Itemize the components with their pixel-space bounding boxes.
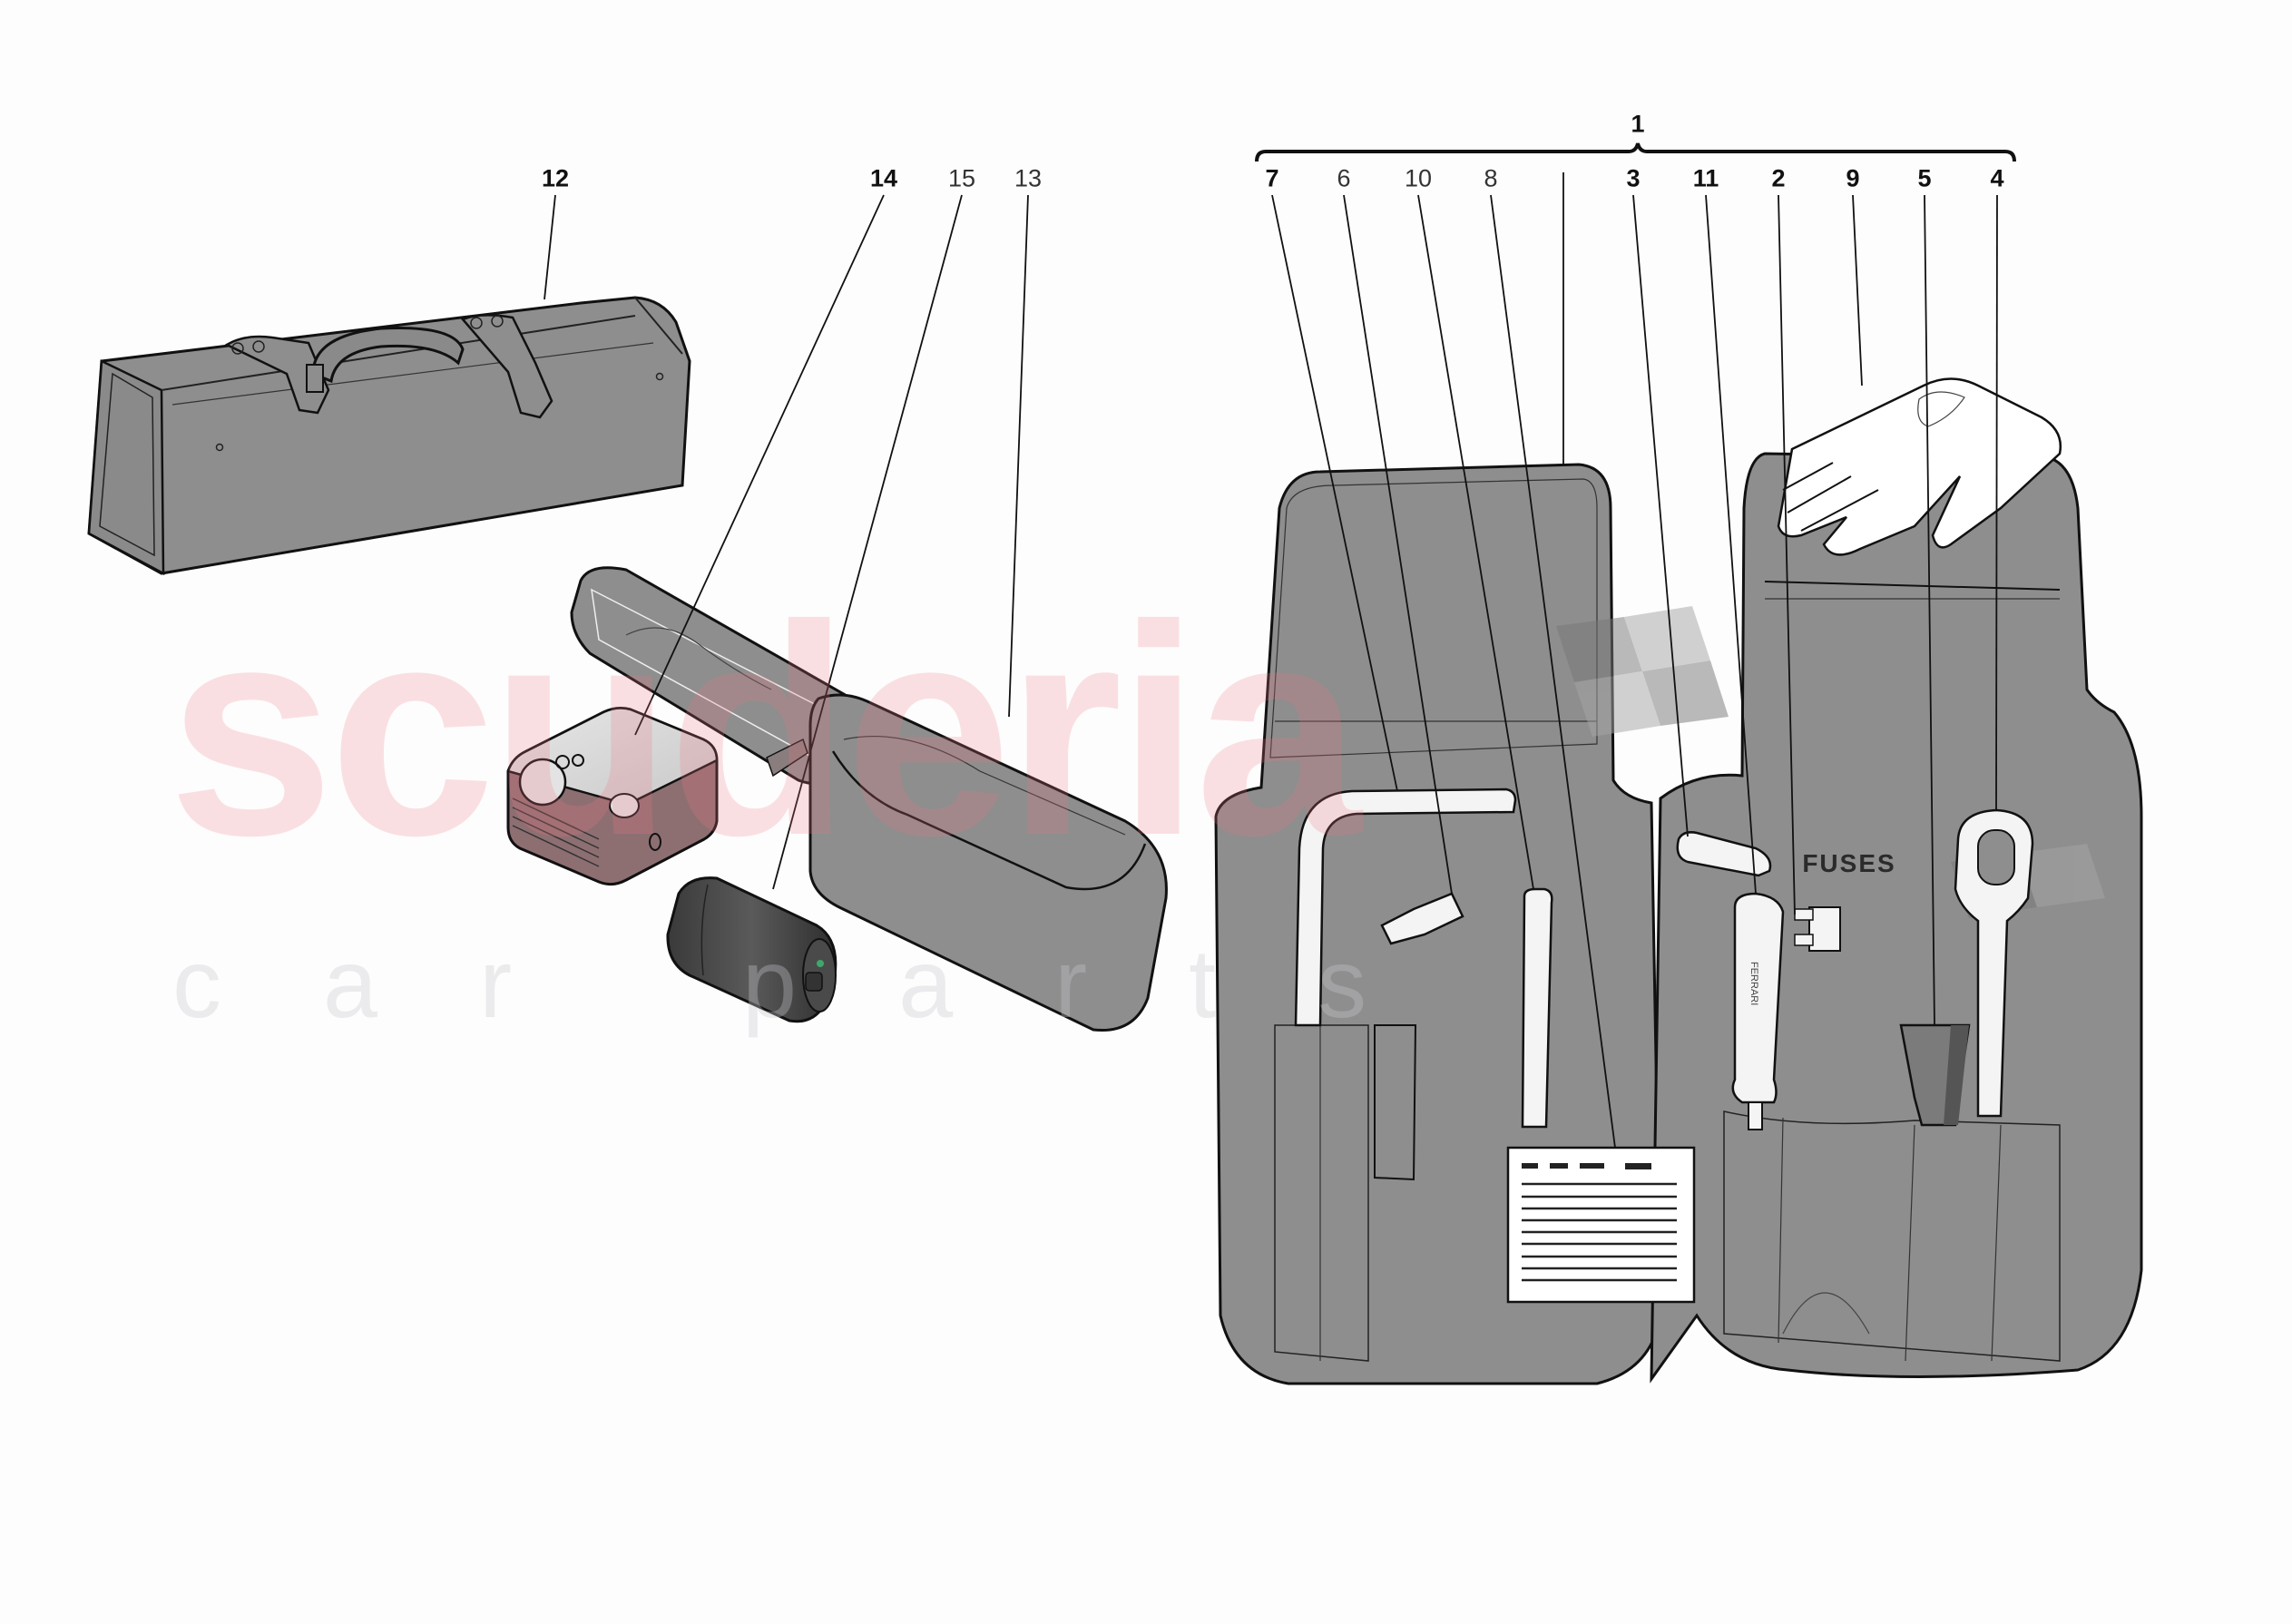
socket [1899,1023,1971,1127]
callout-15[interactable]: 15 [947,164,976,192]
callout-5[interactable]: 5 [1917,164,1932,192]
tool-bag [87,296,691,576]
callout-8[interactable]: 8 [1484,164,1498,192]
sealant-canister [666,876,837,1023]
callout-2[interactable]: 2 [1771,164,1786,192]
fuse [1794,906,1841,952]
callout-6[interactable]: 6 [1337,164,1351,192]
tyre-inflation-compressor [506,707,719,886]
towing-eye [1954,808,2034,1118]
leader-lines [544,172,1998,1149]
socket-adapter [1380,892,1464,945]
callout-3[interactable]: 3 [1626,164,1641,192]
callout-group-1[interactable]: 1 [1631,110,1645,138]
l-wrench [1294,788,1517,1027]
callout-7[interactable]: 7 [1265,164,1279,192]
gloves [1777,377,2062,556]
screwdriver: FERRARI [1731,892,1785,1130]
callout-12[interactable]: 12 [541,164,570,192]
callout-13[interactable]: 13 [1014,164,1043,192]
rod-tool [1521,887,1553,1129]
callout-4[interactable]: 4 [1990,164,2004,192]
callout-14[interactable]: 14 [869,164,898,192]
callout-10[interactable]: 10 [1404,164,1433,192]
group-bracket [1255,142,2016,162]
right-pockets [1723,1110,2061,1362]
svg-text:FERRARI: FERRARI [1748,962,1759,1005]
left-pockets [1274,1024,1417,1362]
callout-11[interactable]: 11 [1692,164,1719,192]
instruction-card [1506,1146,1696,1304]
callout-9[interactable]: 9 [1846,164,1860,192]
compressor-pouch [570,566,1168,1032]
fuses-label: FUSES [1802,849,1896,877]
